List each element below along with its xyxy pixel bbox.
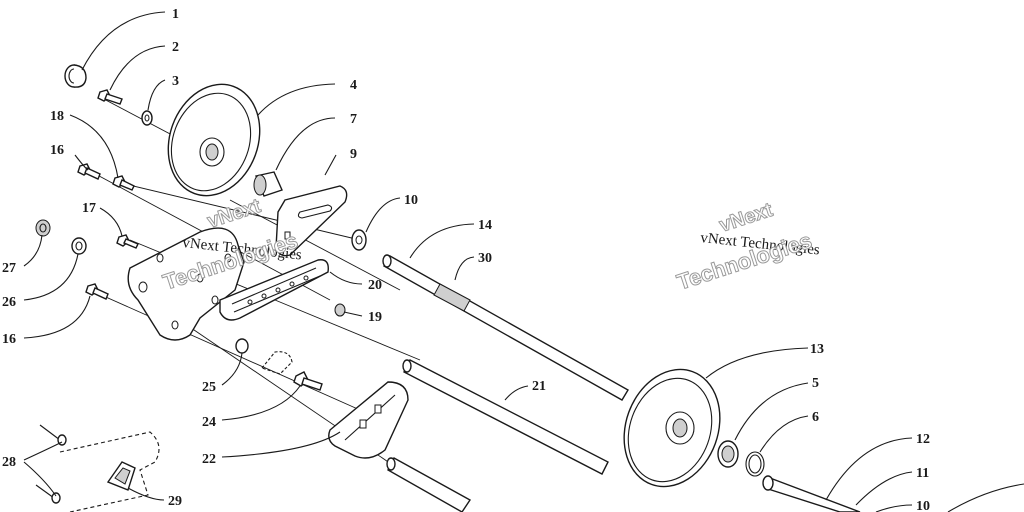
callout-6: 6: [812, 410, 819, 425]
part-19-nut: [334, 303, 346, 317]
leader-lines: [23, 11, 913, 512]
callout-3: 3: [172, 74, 179, 89]
callout-5: 5: [812, 376, 819, 391]
callout-21: 21: [532, 379, 546, 394]
part-4-idler-wheel: [167, 83, 261, 197]
side-plate: [127, 227, 245, 341]
callout-7: 7: [350, 112, 357, 127]
part-6-snap-ring: [745, 451, 765, 477]
callout-24: 24: [202, 415, 216, 430]
callout-20: 20: [368, 278, 382, 293]
part-5-bearing: [717, 440, 739, 468]
callout-10-lower: 10: [916, 499, 930, 512]
part-16-bolt-lower: [85, 283, 109, 300]
callout-30: 30: [478, 251, 492, 266]
part-10-washer-upper: [351, 229, 367, 251]
callout-13: 13: [810, 342, 824, 357]
part-18-bolt: [112, 175, 135, 191]
watermark: vNext vNext Technologies Technologies vN…: [159, 194, 820, 295]
watermark-line1-left: vNext: [205, 195, 264, 233]
part-25-spacer: [235, 338, 293, 375]
callout-1: 1: [172, 7, 179, 22]
part-28-29-plate: [35, 424, 160, 512]
callout-26: 26: [2, 295, 16, 310]
part-11-12-axle: [762, 475, 861, 512]
part-1-cap: [64, 64, 87, 88]
part-10-edge: [947, 483, 1024, 512]
callout-4: 4: [350, 78, 357, 93]
part-9-slotted-bracket: [275, 185, 348, 257]
part-13-idler-wheel: [623, 368, 721, 488]
callout-numbers: 1 2 3 4 7 9 10 14 30 16 18 17 27 26 16 2…: [2, 7, 930, 512]
callout-17: 17: [82, 201, 96, 216]
watermark-line1-right: vNext: [717, 199, 776, 237]
part-16-bolt-upper: [77, 163, 101, 180]
part-7-bushing: [253, 171, 283, 197]
part-17-bolt: [116, 234, 139, 249]
part-14-30-axle: [382, 254, 629, 401]
part-27-nut: [35, 219, 51, 237]
callout-10-upper: 10: [404, 193, 418, 208]
part-20-wear-slide: [219, 259, 329, 321]
callout-16-lower: 16: [2, 332, 16, 347]
callout-22: 22: [202, 452, 216, 467]
part-24-bolt: [293, 371, 323, 391]
part-3-washer: [141, 110, 153, 126]
callout-18: 18: [50, 109, 64, 124]
part-2-bolt: [97, 89, 123, 105]
callout-28: 28: [2, 455, 16, 470]
callout-2: 2: [172, 40, 179, 55]
callout-16-upper: 16: [50, 143, 64, 158]
callout-25: 25: [202, 380, 216, 395]
callout-29: 29: [168, 494, 182, 509]
callout-27: 27: [2, 261, 16, 276]
callout-11: 11: [916, 466, 929, 481]
callout-14: 14: [478, 218, 492, 233]
callout-19: 19: [368, 310, 382, 325]
callout-9: 9: [350, 147, 357, 162]
part-22-shoe: [328, 381, 409, 459]
part-26-cap: [71, 237, 87, 255]
part-21-rail: [386, 359, 609, 512]
callout-12: 12: [916, 432, 930, 447]
